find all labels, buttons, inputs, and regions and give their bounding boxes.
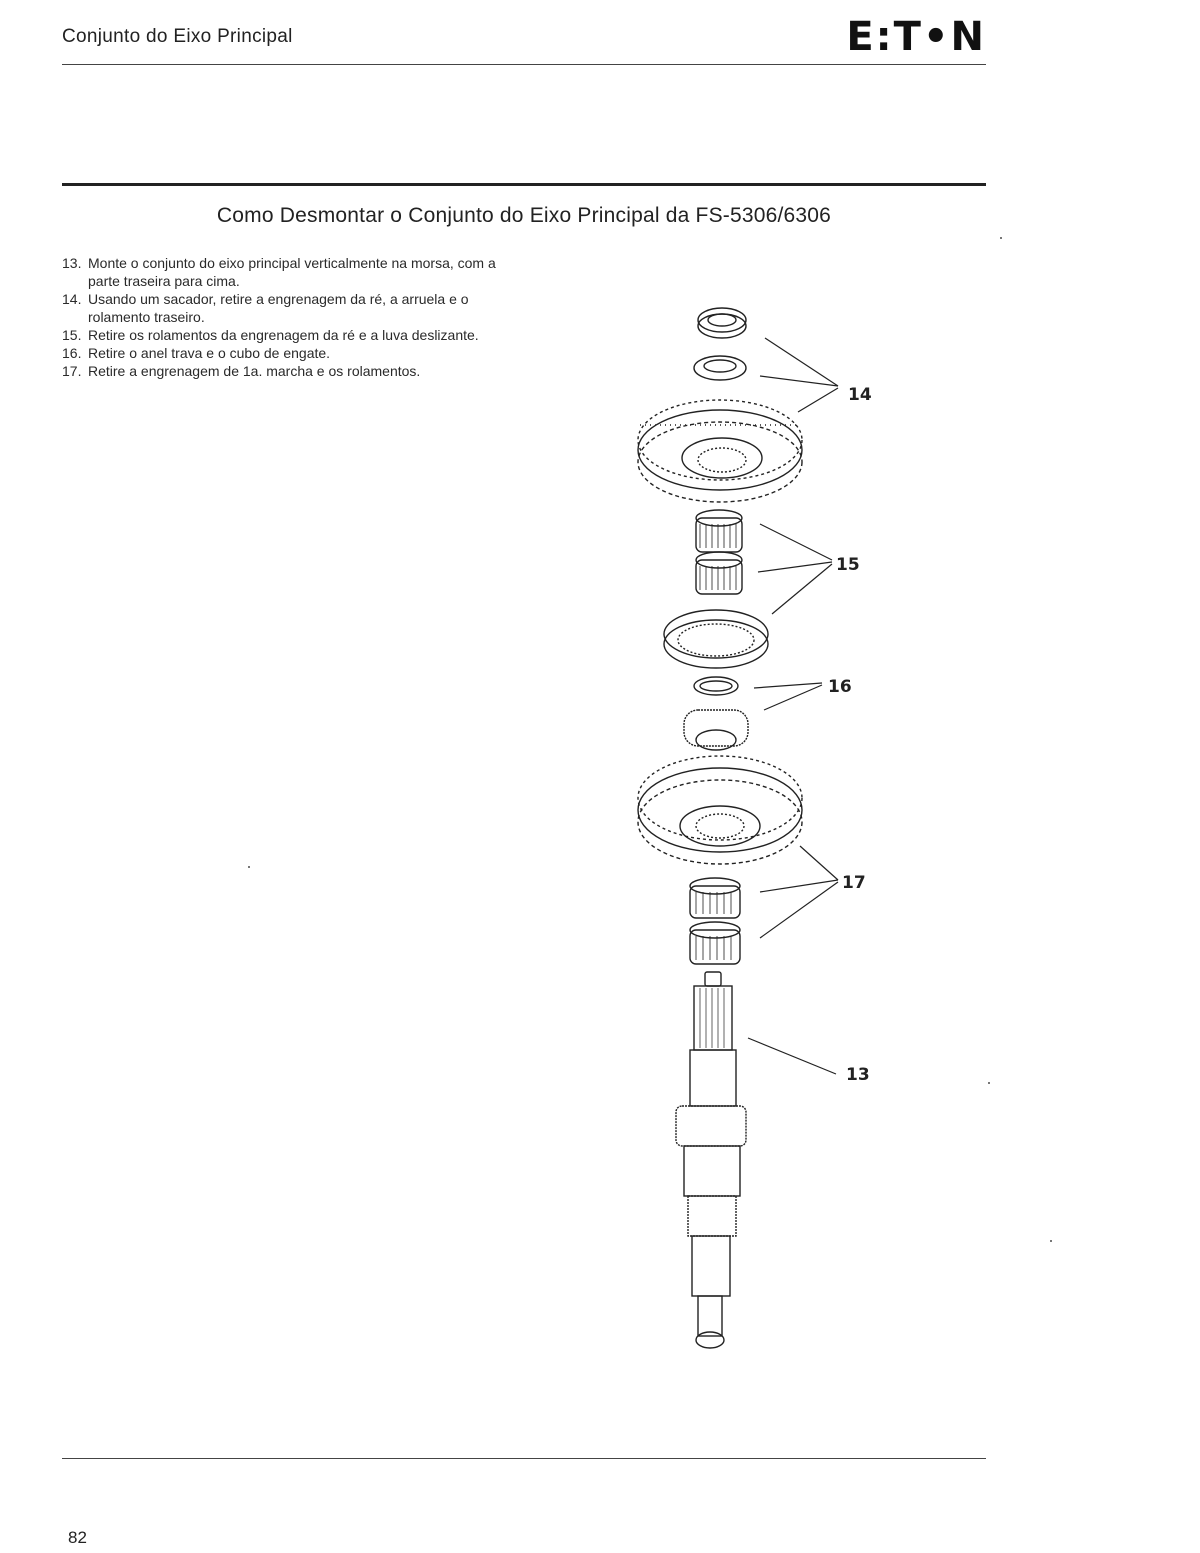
step-text: Retire a engrenagem de 1a. marcha e os r… [88,363,421,379]
reverse-gear-bearing-lower [695,551,743,595]
washer [693,355,747,381]
callout-13: 13 [846,1065,870,1085]
first-gear-bearing-lower [689,921,741,965]
step-item: 13. Monte o conjunto do eixo principal v… [62,254,522,290]
engagement-hub [683,709,749,751]
scan-speck [988,1082,990,1084]
scan-speck [248,866,250,868]
exploded-shaft-diagram: 14 15 16 17 13 [637,307,872,1349]
callout-15: 15 [836,555,860,575]
main-shaft [675,971,747,1349]
reverse-gear-bearing-upper [695,509,743,553]
step-text: Retire o anel trava e o cubo de engate. [88,345,331,361]
scan-speck [1000,237,1002,239]
callout-14: 14 [848,385,872,405]
step-number: 15. [62,327,82,343]
step-text: Retire os rolamentos da engrenagem da ré… [88,327,479,343]
first-gear-bearing-upper [689,877,741,919]
callout-17: 17 [842,873,866,893]
step-number: 16. [62,345,82,361]
first-gear [637,755,803,865]
page-header-title: Conjunto do Eixo Principal [62,26,293,47]
step-text: Monte o conjunto do eixo principal verti… [88,255,496,289]
section-divider [62,183,986,186]
steps-list: 13. Monte o conjunto do eixo principal v… [62,254,522,380]
step-item: 15. Retire os rolamentos da engrenagem d… [62,326,522,344]
page-number: 82 [68,1528,87,1547]
step-item: 14. Usando um sacador, retire a engrenag… [62,290,522,326]
rear-bearing [697,307,747,339]
scan-speck [1050,1240,1052,1242]
step-number: 17. [62,363,82,379]
snap-ring [693,676,739,696]
section-title: Como Desmontar o Conjunto do Eixo Princi… [216,204,832,227]
sliding-sleeve [663,609,769,669]
step-item: 17. Retire a engrenagem de 1a. marcha e … [62,362,522,380]
step-text: Usando um sacador, retire a engrenagem d… [88,291,469,325]
reverse-gear [637,399,803,503]
leader-lines [747,337,839,1075]
footer-divider [62,1458,986,1459]
header-divider [62,64,986,65]
step-number: 13. [62,255,82,271]
step-number: 14. [62,291,82,307]
step-item: 16. Retire o anel trava e o cubo de enga… [62,344,522,362]
eaton-logo: E:T•N [846,14,986,60]
callout-16: 16 [828,677,852,697]
